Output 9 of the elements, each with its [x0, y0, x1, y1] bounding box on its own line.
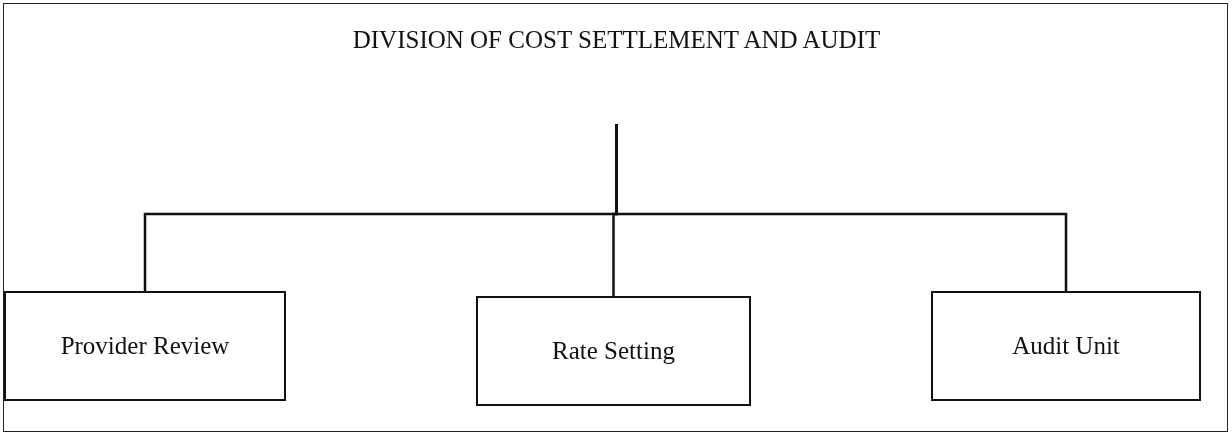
chart-frame — [3, 3, 1228, 432]
connector-line — [615, 124, 1068, 291]
unit-label: Provider Review — [60, 332, 230, 360]
unit-label: Audit Unit — [1012, 332, 1120, 360]
unit-box — [476, 296, 751, 406]
unit-box — [4, 291, 286, 401]
unit-box — [931, 291, 1201, 401]
unit-label: Rate Setting — [552, 337, 675, 365]
division-title: DIVISION OF COST SETTLEMENT AND AUDIT — [352, 26, 881, 54]
